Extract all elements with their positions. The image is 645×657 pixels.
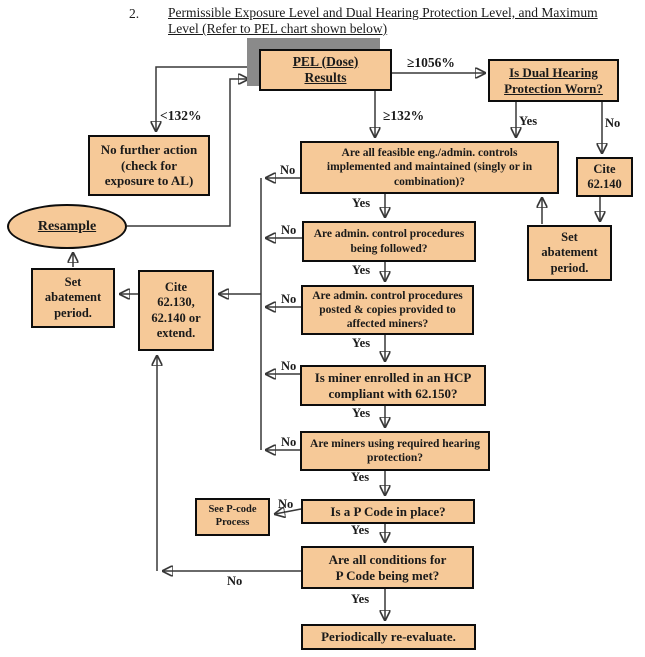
section-number: 2. [129,6,140,21]
node-hearing-protection: Are miners using required hearing protec… [300,431,490,471]
label-yes-feasible: Yes [352,196,371,210]
node-admin-posted: Are admin. control procedures posted & c… [301,285,474,335]
node-hcp-enrolled: Is miner enrolled in an HCP compliant wi… [300,365,486,406]
label-no-posted: No [281,292,297,306]
section-title-line2: Level (Refer to PEL chart shown below) [168,20,388,36]
node-set-abatement-right: Set abatement period. [527,225,612,281]
label-lt-132: <132% [160,108,202,123]
node-feasible-controls: Are all feasible eng./admin. controls im… [300,141,559,194]
node-set-abatement-left: Set abatement period. [31,268,115,328]
edge-resample-to-pel [127,79,248,227]
section-title: Permissible Exposure Level and Dual Hear… [168,5,608,37]
label-no-hearing: No [281,435,297,449]
node-cite-62130: Cite 62.130, 62.140 or extend. [138,270,214,351]
label-no-followed: No [281,223,297,237]
node-dual-hearing-protection: Is Dual Hearing Protection Worn? [488,59,619,102]
node-no-further-action: No further action (check for exposure to… [88,135,210,196]
label-yes-conditions: Yes [351,592,370,606]
node-admin-followed: Are admin. control procedures being foll… [302,221,476,262]
section-title-line1: Permissible Exposure Level and Dual Hear… [168,5,598,20]
node-see-pcode-process: See P-code Process [195,498,270,536]
node-pcode-in-place: Is a P Code in place? [301,499,475,524]
edge-pcode-no-to-see-pcode [275,509,302,514]
label-no-conditions: No [227,574,243,588]
label-no-hcp: No [281,359,297,373]
label-yes-dual: Yes [519,114,538,128]
label-ge-1056: ≥1056% [407,55,455,70]
node-pcode-conditions: Are all conditions for P Code being met? [301,546,474,589]
label-yes-pcode: Yes [351,523,370,537]
label-yes-followed: Yes [352,263,371,277]
edge-pel-lt132-to-no-action [156,66,253,131]
node-resample: Resample [7,204,127,249]
label-ge-132: ≥132% [383,108,425,123]
label-yes-hearing: Yes [351,470,370,484]
label-yes-hcp: Yes [352,406,371,420]
node-pel-dose-results: PEL (Dose) Results [259,49,392,91]
label-no-feasible: No [280,163,296,177]
label-yes-posted: Yes [352,336,371,350]
node-cite-62140: Cite 62.140 [576,157,633,197]
node-periodically-reevaluate: Periodically re-evaluate. [301,624,476,650]
label-no-dual: No [605,116,621,130]
label-no-pcode: No [278,497,294,511]
